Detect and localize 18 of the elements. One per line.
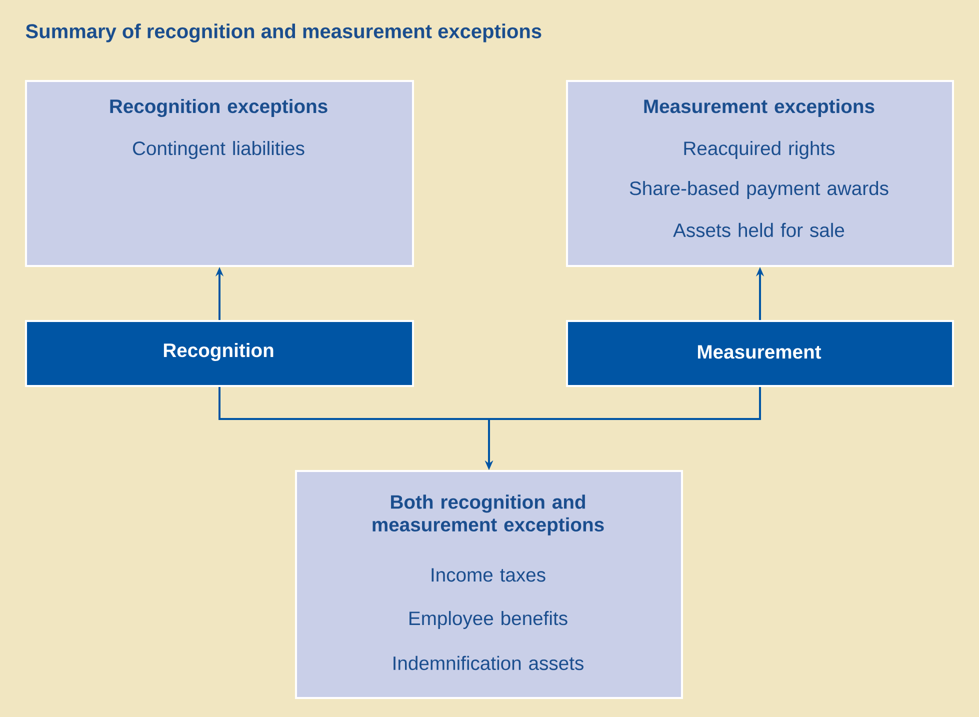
- box-label: Measurement: [698, 345, 822, 359]
- heading: Both recognition and measurement exceptions: [372, 494, 604, 536]
- heading: Measurement exceptions: [644, 98, 874, 117]
- box-label: Recognition: [164, 342, 274, 362]
- list-item: Reacquired rights: [684, 140, 835, 159]
- list-box: [566, 80, 954, 267]
- heading: Recognition exceptions: [110, 98, 328, 118]
- list-item: Employee benefits: [410, 610, 568, 629]
- category-box: [566, 320, 954, 387]
- list-item: Share-based payment awards: [630, 180, 888, 199]
- list-item: Indemnification assets: [394, 656, 584, 670]
- list-box: [295, 470, 683, 699]
- list-item: Income taxes: [432, 568, 546, 582]
- list-item: Assets held for sale: [673, 222, 844, 238]
- title: Summary of recognition and measurement exceptions: [26, 24, 542, 42]
- list-item: Contingent liabilities: [132, 140, 304, 159]
- list-box: [25, 80, 414, 267]
- category-box: [25, 320, 414, 387]
